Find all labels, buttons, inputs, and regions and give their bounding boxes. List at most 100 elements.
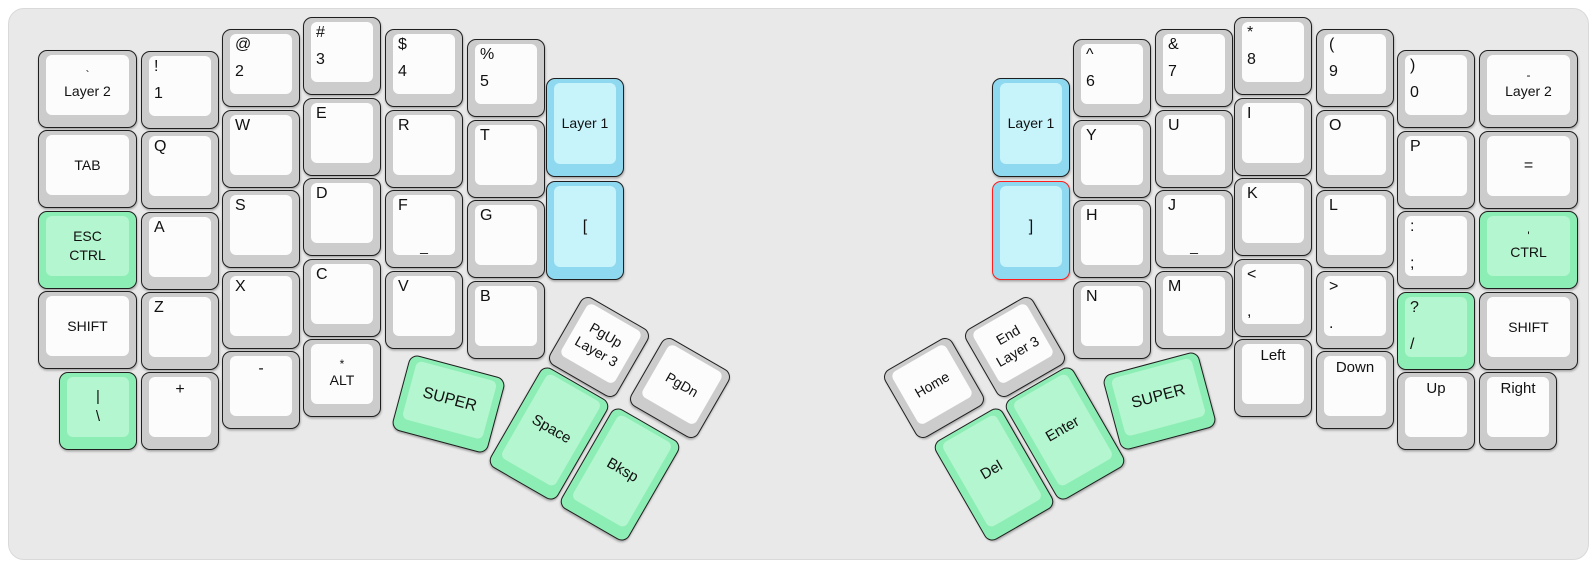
key-v[interactable]: V — [385, 271, 463, 349]
key-left-shift[interactable]: SHIFT — [38, 291, 137, 369]
key-pgdn-face: PgDn — [640, 343, 724, 427]
key-arrow-left-labels: Left — [1242, 347, 1304, 404]
key-b-face: B — [475, 286, 537, 346]
key-x[interactable]: X — [222, 271, 300, 349]
key-f[interactable]: F_ — [385, 190, 463, 268]
key-left-shift-face: SHIFT — [46, 296, 129, 356]
key-arrow-right-labels: Right — [1487, 380, 1549, 437]
key-2[interactable]: @2 — [222, 29, 300, 107]
key-w[interactable]: W — [222, 110, 300, 188]
key-quote-ctrl[interactable]: 'CTRL — [1479, 211, 1578, 289]
key-star-alt[interactable]: *ALT — [303, 339, 381, 417]
key-arrow-down[interactable]: Down — [1316, 351, 1394, 429]
key-s-label-0: S — [235, 197, 246, 214]
key-t[interactable]: T — [467, 120, 545, 198]
key-v-label-0: V — [398, 278, 409, 295]
key-p-labels: P — [1410, 138, 1465, 194]
key-arrow-up-face: Up — [1405, 377, 1467, 437]
key-a[interactable]: A — [141, 212, 219, 290]
key-arrow-down-face: Down — [1324, 356, 1386, 416]
key-q[interactable]: Q — [141, 131, 219, 209]
key-o[interactable]: O — [1316, 110, 1394, 188]
key-i-face: I — [1242, 103, 1304, 163]
key-i[interactable]: I — [1234, 98, 1312, 176]
key-tab-label-0: TAB — [74, 156, 101, 173]
key-b[interactable]: B — [467, 281, 545, 359]
key-right-shift-label-0: SHIFT — [1508, 318, 1549, 335]
key-tab[interactable]: TAB — [38, 130, 137, 208]
key-j[interactable]: J_ — [1155, 190, 1233, 268]
key-y[interactable]: Y — [1073, 120, 1151, 198]
key-u[interactable]: U — [1155, 110, 1233, 188]
key-a-face: A — [149, 217, 211, 277]
key-super-left[interactable]: SUPER — [390, 353, 507, 455]
key-comma[interactable]: <, — [1234, 259, 1312, 337]
key-layer1-left[interactable]: Layer 1 — [546, 78, 624, 177]
key-u-labels: U — [1168, 117, 1223, 173]
key-slash-labels: ?/ — [1410, 299, 1465, 355]
key-left-bracket[interactable]: [ — [546, 181, 624, 280]
key-d-labels: D — [316, 185, 371, 241]
key-7-label-1: 7 — [1168, 63, 1177, 81]
key-arrow-left[interactable]: Left — [1234, 339, 1312, 417]
key-e[interactable]: E — [303, 98, 381, 176]
key-m-labels: M — [1168, 278, 1223, 334]
key-3-label-0: # — [316, 24, 325, 41]
key-equals[interactable]: = — [1479, 131, 1578, 209]
key-pipe-backslash[interactable]: |\ — [59, 372, 137, 450]
key-star-alt-label-1: ALT — [329, 372, 355, 389]
key-6[interactable]: ^6 — [1073, 39, 1151, 117]
key-d-label-0: D — [316, 185, 328, 202]
key-n[interactable]: N — [1073, 281, 1151, 359]
key-semicolon[interactable]: :; — [1397, 211, 1475, 289]
key-right-bracket-labels: ] — [1000, 186, 1062, 267]
key-super-right-labels: SUPER — [1111, 357, 1207, 436]
key-s[interactable]: S — [222, 190, 300, 268]
key-right-bracket[interactable]: ] — [992, 181, 1070, 280]
key-t-labels: T — [480, 127, 535, 183]
key-r[interactable]: R — [385, 110, 463, 188]
key-w-labels: W — [235, 117, 290, 173]
key-esc-ctrl-label-0: ESC — [73, 228, 102, 245]
key-i-label-0: I — [1247, 105, 1252, 122]
key-minus[interactable]: - — [222, 351, 300, 429]
key-p[interactable]: P — [1397, 131, 1475, 209]
key-h[interactable]: H — [1073, 200, 1151, 278]
key-grave-layer2[interactable]: `Layer 2 — [38, 50, 137, 128]
key-g[interactable]: G — [467, 200, 545, 278]
key-period[interactable]: >. — [1316, 271, 1394, 349]
key-m[interactable]: M — [1155, 271, 1233, 349]
key-d[interactable]: D — [303, 178, 381, 256]
key-super-right[interactable]: SUPER — [1101, 350, 1218, 452]
key-9[interactable]: (9 — [1316, 29, 1394, 107]
key-super-left-face: SUPER — [401, 360, 498, 440]
key-left-shift-label-0: SHIFT — [67, 317, 108, 334]
key-z[interactable]: Z — [141, 292, 219, 370]
key-5[interactable]: %5 — [467, 39, 545, 117]
key-0[interactable]: )0 — [1397, 50, 1475, 128]
key-slash[interactable]: ?/ — [1397, 292, 1475, 370]
key-l[interactable]: L — [1316, 190, 1394, 268]
key-plus-face: + — [149, 377, 211, 437]
key-0-labels: )0 — [1410, 57, 1465, 113]
key-p-face: P — [1405, 136, 1467, 196]
key-arrow-up[interactable]: Up — [1397, 372, 1475, 450]
key-slash-label-1: / — [1410, 335, 1415, 353]
key-3[interactable]: #3 — [303, 17, 381, 95]
key-layer1-right[interactable]: Layer 1 — [992, 78, 1070, 177]
key-1[interactable]: !1 — [141, 51, 219, 129]
key-plus[interactable]: + — [141, 372, 219, 450]
key-k[interactable]: K — [1234, 178, 1312, 256]
key-minus-layer2[interactable]: -Layer 2 — [1479, 50, 1578, 128]
key-5-label-1: 5 — [480, 73, 489, 91]
key-4[interactable]: $4 — [385, 29, 463, 107]
key-plus-label-0: + — [175, 381, 185, 398]
key-arrow-right[interactable]: Right — [1479, 372, 1557, 450]
key-super-left-label-0: SUPER — [420, 384, 479, 416]
key-8[interactable]: *8 — [1234, 17, 1312, 95]
key-c[interactable]: C — [303, 259, 381, 337]
key-7[interactable]: &7 — [1155, 29, 1233, 107]
key-right-shift[interactable]: SHIFT — [1479, 292, 1578, 370]
